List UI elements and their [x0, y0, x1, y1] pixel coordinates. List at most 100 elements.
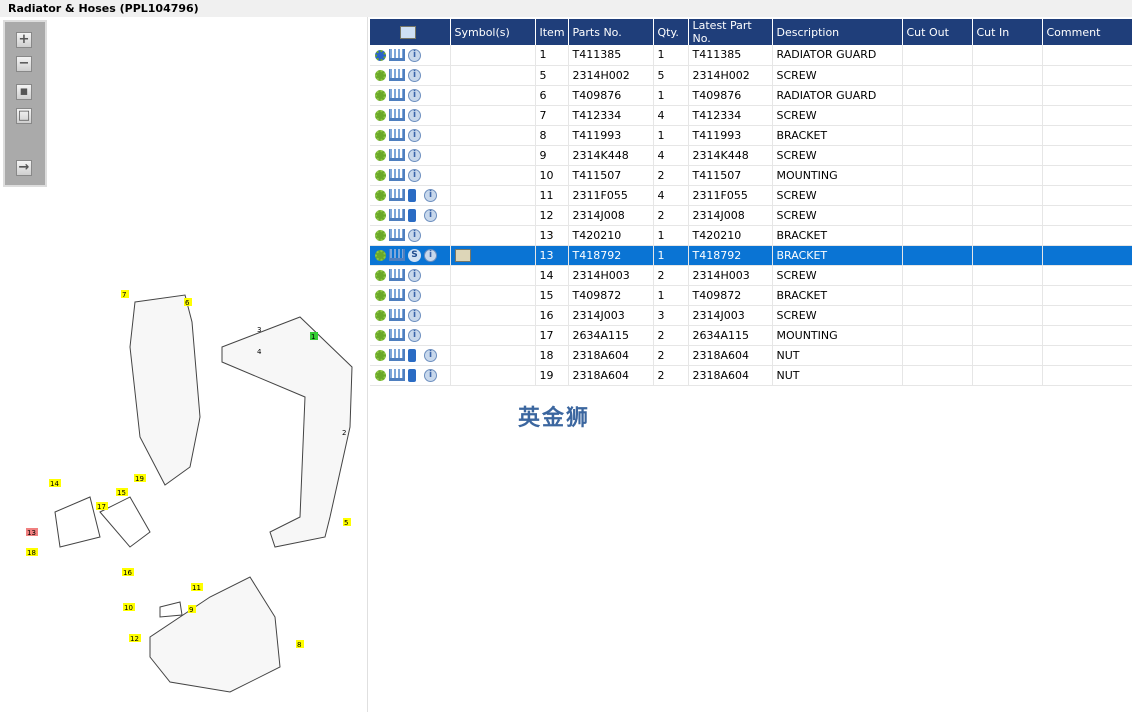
book-icon[interactable] — [408, 368, 416, 382]
info-icon[interactable]: i — [408, 68, 421, 82]
cart-icon[interactable] — [389, 329, 405, 342]
gear-icon[interactable] — [375, 129, 386, 141]
callout-6[interactable]: 6 — [184, 298, 192, 307]
callout-19[interactable]: 19 — [134, 474, 146, 483]
column-header-5[interactable]: Latest Part No. — [688, 19, 773, 45]
info-icon[interactable]: i — [424, 348, 437, 362]
gear-icon[interactable] — [375, 329, 386, 341]
gear-icon[interactable] — [375, 249, 386, 261]
search-view-icon[interactable] — [400, 25, 417, 39]
callout-10[interactable]: 10 — [123, 603, 135, 612]
info-icon[interactable]: i — [424, 248, 437, 262]
callout-11[interactable]: 11 — [191, 583, 203, 592]
gear-icon[interactable] — [375, 109, 386, 121]
info-icon[interactable]: i — [408, 308, 421, 322]
gear-icon[interactable] — [375, 209, 386, 221]
supersession-icon[interactable]: S — [408, 248, 421, 262]
info-icon[interactable]: i — [408, 228, 421, 242]
info-icon[interactable]: i — [408, 48, 421, 62]
column-header-9[interactable]: Comment — [1042, 19, 1132, 45]
column-header-1[interactable]: Symbol(s) — [450, 19, 536, 45]
column-header-2[interactable]: Item — [535, 19, 569, 45]
callout-1[interactable]: 1 — [310, 332, 318, 341]
cart-icon[interactable] — [389, 49, 405, 61]
column-header-3[interactable]: Parts No. — [568, 19, 654, 45]
callout-14[interactable]: 14 — [49, 479, 61, 488]
cart-icon[interactable] — [389, 249, 405, 262]
gears-icon[interactable] — [375, 49, 386, 61]
column-header-0[interactable] — [370, 19, 451, 45]
info-icon[interactable]: i — [408, 268, 421, 282]
callout-2[interactable]: 2 — [341, 428, 349, 437]
cart-icon[interactable] — [389, 369, 405, 382]
info-icon[interactable]: i — [408, 88, 421, 102]
gear-icon[interactable] — [375, 149, 386, 161]
info-icon[interactable]: i — [424, 208, 437, 222]
callout-9[interactable]: 9 — [188, 605, 196, 614]
column-header-8[interactable]: Cut In — [972, 19, 1043, 45]
gear-icon[interactable] — [375, 309, 386, 321]
callout-15[interactable]: 15 — [116, 488, 128, 497]
info-icon[interactable]: i — [408, 328, 421, 342]
callout-3[interactable]: 3 — [256, 325, 264, 334]
info-icon[interactable]: i — [408, 148, 421, 162]
export-button[interactable]: → — [16, 160, 32, 176]
column-header-6[interactable]: Description — [772, 19, 903, 45]
info-icon[interactable]: i — [424, 188, 437, 202]
book-icon[interactable] — [408, 348, 416, 362]
cart-icon[interactable] — [389, 209, 405, 222]
cart-icon[interactable] — [389, 89, 405, 102]
cart-icon[interactable] — [389, 69, 405, 82]
cart-icon[interactable] — [389, 269, 405, 282]
gear-icon[interactable] — [375, 349, 386, 361]
gear-icon[interactable] — [375, 269, 386, 281]
gear-icon[interactable] — [375, 189, 386, 201]
cart-icon[interactable] — [389, 349, 405, 362]
cart-icon[interactable] — [389, 129, 405, 142]
cart-icon[interactable] — [389, 289, 405, 302]
zoom-in-button[interactable]: + — [16, 32, 32, 48]
callout-16[interactable]: 16 — [122, 568, 134, 577]
info-icon[interactable]: i — [408, 288, 421, 302]
actual-size-button[interactable]: □ — [16, 108, 32, 124]
callout-8[interactable]: 8 — [296, 640, 304, 649]
cart-icon[interactable] — [389, 109, 405, 122]
book-icon[interactable] — [408, 188, 416, 202]
gear-icon[interactable] — [375, 229, 386, 241]
callout-13[interactable]: 13 — [26, 528, 38, 537]
symbol-icon[interactable] — [454, 248, 471, 262]
gear-icon[interactable] — [375, 89, 386, 101]
gear-icon[interactable] — [375, 69, 386, 81]
callout-18[interactable]: 18 — [26, 548, 38, 557]
callout-17[interactable]: 17 — [96, 502, 108, 511]
column-header-7[interactable]: Cut Out — [902, 19, 973, 45]
gear-icon[interactable] — [375, 289, 386, 301]
zoom-out-button[interactable]: − — [16, 56, 32, 72]
book-icon[interactable] — [408, 208, 416, 222]
gear-icon[interactable] — [375, 169, 386, 181]
info-icon[interactable]: i — [424, 368, 437, 382]
callout-5[interactable]: 5 — [343, 518, 351, 527]
callout-4[interactable]: 4 — [256, 347, 264, 356]
info-icon[interactable]: i — [408, 108, 421, 122]
cart-icon[interactable] — [389, 169, 405, 182]
callout-12[interactable]: 12 — [129, 634, 141, 643]
info-icon[interactable]: i — [408, 128, 421, 142]
